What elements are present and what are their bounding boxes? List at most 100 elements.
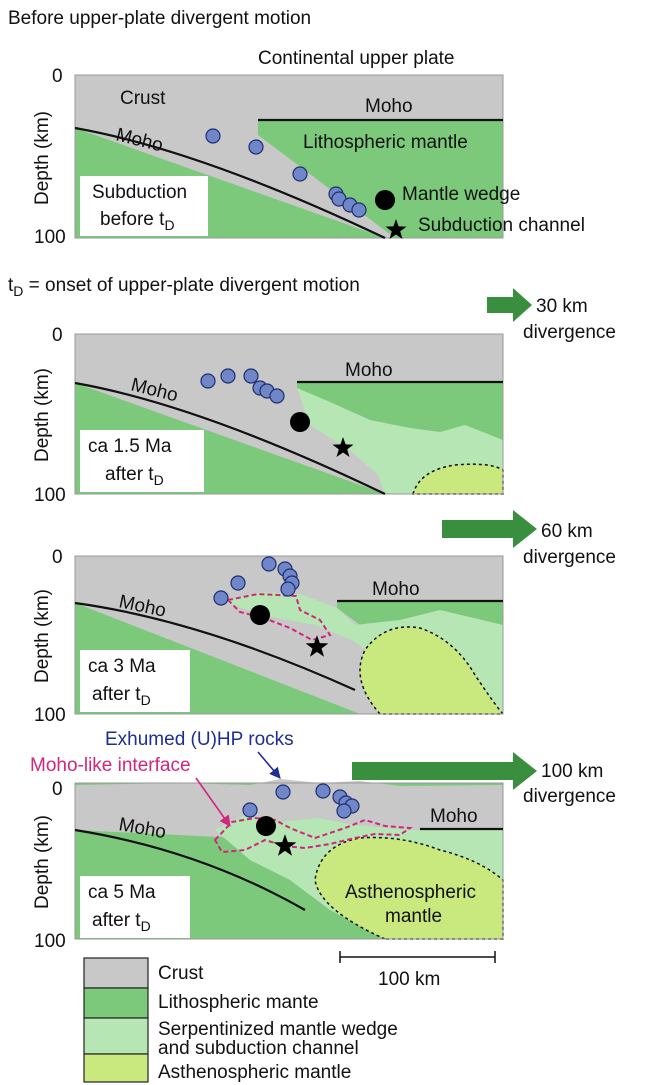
panel3-slab-moho-line <box>74 601 356 692</box>
hp-rock-icon <box>243 368 259 384</box>
hp-rock-icon <box>230 575 246 591</box>
panel3-asthenosphere <box>359 626 505 715</box>
panel4-divergence-word: divergence <box>523 786 616 807</box>
legend-lith-label: Lithospheric mante <box>158 992 319 1013</box>
panel2-hp-rocks <box>200 368 285 404</box>
panel4-time-line1: ca 5 Ma <box>88 882 156 903</box>
hp-rock-icon <box>292 166 308 182</box>
panel4-moho-right: Moho <box>430 806 478 827</box>
panel1-frame <box>74 74 504 239</box>
panel4-mantle-wedge-icon <box>256 816 276 836</box>
subduction-channel-label: Subduction channel <box>418 215 585 236</box>
hp-rock-icon <box>336 803 352 819</box>
mantle-wedge-icon <box>375 190 395 210</box>
hp-rock-icon <box>269 388 285 404</box>
hp-rock-icon <box>351 202 367 218</box>
panel3-time-box <box>80 650 190 712</box>
crust-region <box>75 75 503 238</box>
panel3-divergence-word: divergence <box>523 547 616 568</box>
exhumed-rocks-label: Exhumed (U)HP rocks <box>105 729 294 750</box>
panel4-slab-moho-line <box>74 828 306 911</box>
hp-rock-icon <box>213 590 229 606</box>
panel-before-divergence: Before upper-plate divergent motion Cont… <box>8 8 585 239</box>
scale-bar-label: 100 km <box>378 969 440 990</box>
panel4-frame <box>74 782 504 940</box>
panel2-frame <box>74 333 504 495</box>
panel4-hp-rocks <box>242 783 360 819</box>
panel2-asthenosphere <box>411 463 504 495</box>
panel4-tick-0: 0 <box>52 779 63 800</box>
panel3-tick-0: 0 <box>52 547 63 568</box>
moho-like-label: Moho-like interface <box>30 755 191 776</box>
hp-rock-points <box>205 128 367 218</box>
panel4-time-line2: after tD <box>92 910 151 934</box>
panel-1.5-ma: Moho Moho ca 1.5 Ma after tD 30 km diver… <box>74 288 616 495</box>
hp-rock-icon <box>275 784 291 800</box>
panel2-divergence-arrow-icon <box>487 288 532 322</box>
hp-rock-icon <box>200 373 216 389</box>
hp-rock-icon <box>280 581 296 597</box>
panel2-mantle-wedge-icon <box>290 412 310 432</box>
time-box <box>80 176 208 236</box>
panel4-time-box <box>80 876 190 938</box>
panel2-moho-right: Moho <box>345 360 393 381</box>
slab-moho-line <box>74 126 386 239</box>
panel3-crust-region <box>75 556 503 714</box>
panel3-divergence-arrow-icon <box>442 510 537 548</box>
hp-rock-icon <box>242 802 258 818</box>
panel4-divergence-amount: 100 km <box>541 761 603 782</box>
time-box-line2: before tD <box>100 209 175 233</box>
panel1-title: Before upper-plate divergent motion <box>8 8 311 29</box>
lithospheric-mantle-label: Lithospheric mantle <box>303 132 468 153</box>
time-box-line1: Subduction <box>92 182 187 203</box>
panel3-tick-100: 100 <box>34 705 66 726</box>
crust-label: Crust <box>120 88 166 109</box>
moho-like-pointer-arrow <box>195 777 231 827</box>
panel4-asthenosphere <box>314 836 504 940</box>
panel2-time-line1: ca 1.5 Ma <box>88 436 172 457</box>
panel2-slab-moho-line <box>74 381 386 495</box>
onset-definition: tD = onset of upper-plate divergent moti… <box>8 275 360 299</box>
hp-rock-icon <box>220 368 236 384</box>
legend-crust-label: Crust <box>158 963 204 984</box>
moho-label-right: Moho <box>365 96 413 117</box>
panel3-time-line2: after tD <box>92 684 151 708</box>
panel2-axis-label: Depth (km) <box>32 368 53 462</box>
panel2-divergence-amount: 30 km <box>536 296 588 317</box>
panel3-hp-rocks <box>213 556 300 606</box>
panel3-divergence-amount: 60 km <box>541 521 593 542</box>
panel1-tick-0: 0 <box>52 66 63 87</box>
panel2-tick-100: 100 <box>34 485 66 506</box>
hp-rock-icon <box>205 128 221 144</box>
legend-asthen-label: Asthenospheric mantle <box>158 1062 351 1083</box>
panel1-tick-100: 100 <box>34 227 66 248</box>
hp-rock-icon <box>248 139 264 155</box>
panel2-tick-0: 0 <box>52 325 63 346</box>
hp-rock-icon <box>261 556 277 572</box>
mantle-wedge-label: Mantle wedge <box>402 184 520 205</box>
depth-axes: 0 100 Depth (km) 0 100 Depth (km) 0 100 … <box>32 66 66 952</box>
panel4-moho-like-interface <box>213 816 413 854</box>
panel3-axis-label: Depth (km) <box>32 589 53 683</box>
exhumed-pointer-arrow <box>257 751 281 779</box>
legend-swatch-lithospheric <box>83 987 149 1019</box>
panel4-asthen-line2: mantle <box>385 906 442 927</box>
panel3-time-line1: ca 3 Ma <box>88 656 156 677</box>
hp-rock-icon <box>315 783 331 799</box>
panel3-frame <box>74 555 504 715</box>
panel4-tick-100: 100 <box>34 931 66 952</box>
panel-5-ma: Moho Moho Asthenospheric mantle ca 5 Ma … <box>30 729 616 940</box>
legend-swatch-serpentinized <box>83 1017 149 1055</box>
panel4-divergence-arrow-icon <box>352 752 537 790</box>
panel2-time-line2: after tD <box>105 464 164 488</box>
legend: Crust Lithospheric mante Serpentinized m… <box>83 951 496 1083</box>
legend-serp-label-1: Serpentinized mantle wedge <box>158 1019 398 1040</box>
panel3-mantle-wedge-icon <box>250 605 270 625</box>
legend-swatch-asthenospheric <box>83 1053 149 1083</box>
panel-3-ma: Moho Moho ca 3 Ma after tD 60 km diverge… <box>74 510 616 715</box>
legend-swatch-crust <box>83 957 149 989</box>
legend-serp-label-2: and subduction channel <box>158 1038 359 1059</box>
panel2-time-box <box>80 430 204 492</box>
panel4-asthen-line1: Asthenospheric <box>345 882 476 903</box>
